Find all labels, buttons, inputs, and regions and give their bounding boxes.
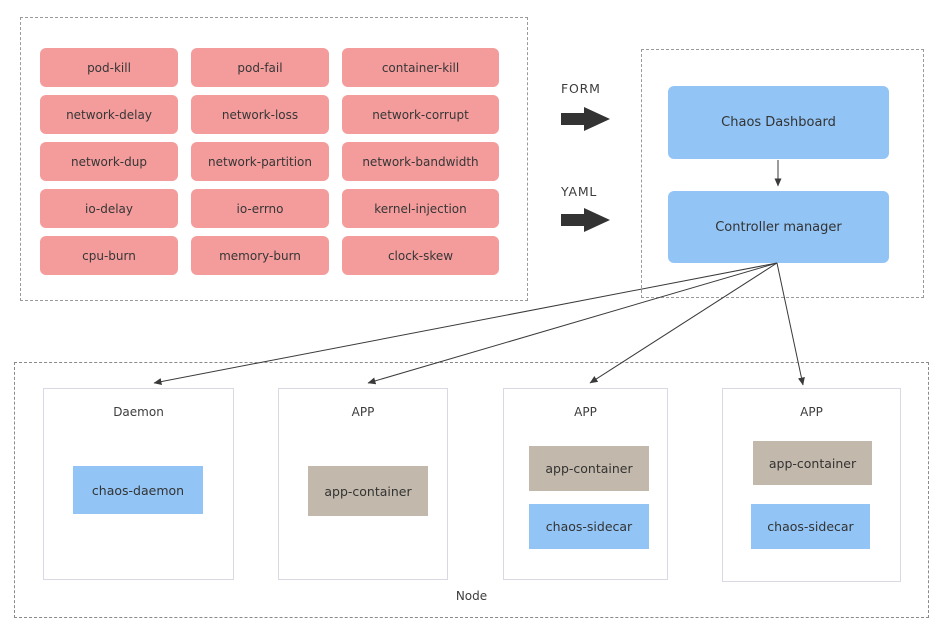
pod-app-1: APP app-container: [278, 388, 448, 580]
app-container-box: app-container: [529, 446, 649, 491]
chaos-sidecar-container: chaos-sidecar: [751, 504, 870, 549]
chaos-experiment-type: kernel-injection: [342, 189, 499, 228]
pod-daemon: Daemon chaos-daemon: [43, 388, 234, 580]
experiment-types-grid: pod-kill pod-fail container-kill network…: [40, 48, 499, 275]
pod-title: APP: [800, 405, 823, 419]
chaos-experiment-type: container-kill: [342, 48, 499, 87]
chaos-experiment-type: network-corrupt: [342, 95, 499, 134]
controller-manager-box: Controller manager: [668, 191, 889, 263]
chaos-experiment-type: pod-fail: [191, 48, 329, 87]
app-container-box: app-container: [753, 441, 872, 485]
chaos-experiment-type: network-bandwidth: [342, 142, 499, 181]
pod-title: Daemon: [113, 405, 164, 419]
pod-title: APP: [351, 405, 375, 419]
app-container-box: app-container: [308, 466, 428, 516]
chaos-experiment-type: network-loss: [191, 95, 329, 134]
chaos-experiment-type: clock-skew: [342, 236, 499, 275]
chaos-experiment-type: cpu-burn: [40, 236, 178, 275]
chaos-experiment-type: io-delay: [40, 189, 178, 228]
pod-app-2: APP app-container chaos-sidecar: [503, 388, 668, 580]
form-arrow-icon: [561, 107, 610, 131]
chaos-experiment-type: memory-burn: [191, 236, 329, 275]
chaos-experiment-type: io-errno: [191, 189, 329, 228]
chaos-experiment-type: pod-kill: [40, 48, 178, 87]
chaos-daemon-container: chaos-daemon: [73, 466, 203, 514]
node-label: Node: [455, 589, 488, 603]
chaos-experiment-type: network-delay: [40, 95, 178, 134]
chaos-experiment-type: network-dup: [40, 142, 178, 181]
form-label: FORM: [561, 81, 601, 96]
chaos-experiment-type: network-partition: [191, 142, 329, 181]
chaos-sidecar-container: chaos-sidecar: [529, 504, 649, 549]
chaos-dashboard-box: Chaos Dashboard: [668, 86, 889, 159]
yaml-arrow-icon: [561, 208, 610, 232]
yaml-label: YAML: [561, 184, 598, 199]
pod-title: APP: [574, 405, 597, 419]
pod-app-3: APP app-container chaos-sidecar: [722, 388, 901, 582]
